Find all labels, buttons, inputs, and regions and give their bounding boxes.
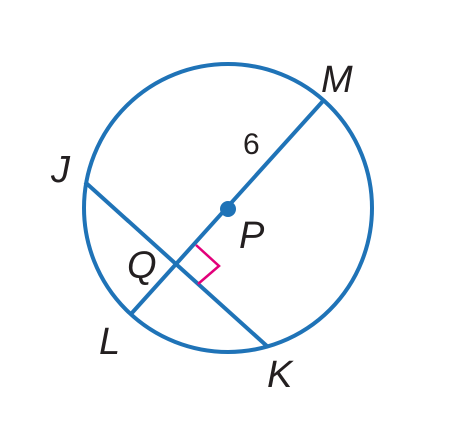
label-q: Q [127, 245, 157, 287]
center-point-p [220, 201, 236, 217]
right-angle-marker [195, 244, 221, 285]
label-l: L [99, 321, 120, 363]
label-m: M [321, 59, 353, 101]
chord-jk [83, 180, 270, 349]
label-k: K [267, 354, 294, 396]
label-j: J [50, 149, 71, 191]
circle-p [82, 62, 374, 354]
label-p: P [239, 215, 265, 257]
radius-length-label: 6 [243, 128, 260, 161]
